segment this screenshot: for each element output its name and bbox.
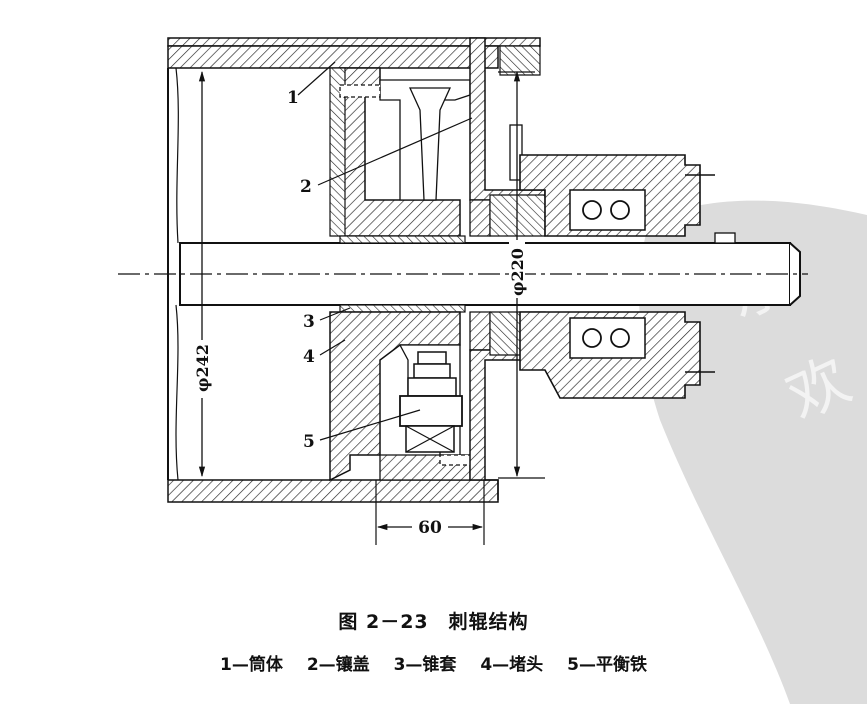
figure-title: 图 2－23 刺辊结构 bbox=[338, 611, 529, 633]
callout-5: 5 bbox=[303, 409, 421, 452]
dimension-outer-diameter: φ242 bbox=[193, 70, 212, 478]
end-cap-upper bbox=[329, 67, 471, 237]
dimension-inner-diameter: φ220 bbox=[498, 70, 545, 479]
callout-4: 4 bbox=[303, 339, 346, 367]
callout-2: 2 bbox=[300, 117, 473, 197]
callout-5-label: 5 bbox=[303, 432, 315, 452]
shaft bbox=[118, 242, 808, 306]
callout-2-label: 2 bbox=[300, 177, 312, 197]
callout-4-label: 4 bbox=[303, 347, 315, 367]
bolt-upper bbox=[339, 84, 381, 98]
callout-3: 3 bbox=[303, 307, 351, 332]
legend-item-1: 1—筒体 bbox=[220, 655, 283, 675]
callout-3-label: 3 bbox=[303, 312, 315, 332]
balance-weight bbox=[399, 351, 481, 466]
cylinder-shell bbox=[167, 37, 541, 503]
callout-1-label: 1 bbox=[287, 88, 299, 108]
dimension-width: 60 bbox=[375, 480, 485, 545]
legend-item-3: 3—锥套 bbox=[393, 655, 457, 675]
figure-legend: 1—筒体 2—镶盖 3—锥套 4—堵头 5—平衡铁 bbox=[0, 650, 867, 675]
legend-item-4: 4—堵头 bbox=[480, 655, 544, 675]
callout-1: 1 bbox=[287, 61, 336, 108]
dimension-outer-diameter-label: φ242 bbox=[193, 344, 212, 392]
legend-item-2: 2—镶盖 bbox=[306, 655, 370, 675]
bearing-housing bbox=[519, 154, 736, 399]
dimension-width-label: 60 bbox=[418, 518, 442, 538]
legend-item-5: 5—平衡铁 bbox=[567, 655, 647, 675]
dimension-inner-diameter-label: φ220 bbox=[508, 248, 527, 296]
